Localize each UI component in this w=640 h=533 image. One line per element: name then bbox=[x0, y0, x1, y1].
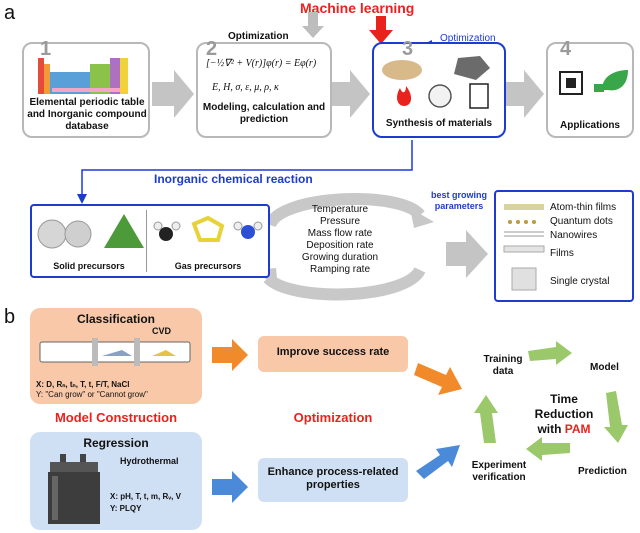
step-4-number: 4 bbox=[560, 38, 572, 60]
chip-icon bbox=[559, 71, 583, 95]
solid-precursors-label: Solid precursors bbox=[53, 261, 125, 271]
autoclave-illustration bbox=[48, 454, 100, 524]
parameter-pressure: Pressure bbox=[319, 216, 360, 227]
step-1-number: 1 bbox=[40, 38, 52, 60]
arrow-2-3 bbox=[332, 70, 370, 118]
parameter-mass-flow-rate: Mass flow rate bbox=[307, 228, 373, 239]
green-arrow-left bbox=[474, 395, 498, 443]
grey-down-arrow bbox=[302, 12, 324, 38]
panel-a-label: a bbox=[4, 2, 16, 24]
product-nanowires: Nanowires bbox=[550, 230, 598, 241]
growth-parameters: Temperature Pressure Mass flow rate Depo… bbox=[280, 204, 400, 276]
classification-x: X: D, Rₙ, tₙ, T, t, F/T, NaCl bbox=[36, 380, 130, 389]
blue-arrow-2 bbox=[416, 445, 460, 479]
model-construction-label: Model Construction bbox=[54, 410, 178, 425]
center-pam: PAM bbox=[564, 422, 591, 436]
synthesis-icons bbox=[382, 56, 490, 109]
applications-icons bbox=[559, 70, 628, 95]
machine-learning-title: Machine learning bbox=[300, 0, 415, 16]
green-arrow-bottom bbox=[526, 437, 570, 461]
step-3-optimization: Optimization bbox=[440, 33, 496, 44]
physical-symbols: E, H, σ, ε, μ, ρ, κ bbox=[212, 82, 279, 93]
panel-a-arrows bbox=[77, 12, 544, 301]
parameter-deposition-rate: Deposition rate bbox=[306, 240, 374, 251]
precursors-divider bbox=[146, 210, 147, 272]
parameter-growing-duration: Growing duration bbox=[301, 252, 379, 263]
cycle-model: Model bbox=[590, 362, 619, 373]
product-atom-thin-films: Atom-thin films bbox=[550, 202, 617, 213]
plug-leaf-icon bbox=[602, 70, 628, 91]
document-icon bbox=[469, 83, 489, 109]
classification-title: Classification bbox=[76, 312, 156, 326]
step-3-label: Synthesis of materials bbox=[385, 118, 493, 129]
orange-arrow-2 bbox=[414, 363, 462, 395]
product-films: Films bbox=[550, 248, 574, 259]
step-2-box bbox=[196, 42, 332, 138]
red-down-arrow bbox=[369, 16, 393, 44]
product-single-crystal: Single crystal bbox=[550, 276, 610, 287]
cycle-prediction: Prediction bbox=[578, 466, 627, 477]
gas-precursors-image bbox=[153, 215, 263, 242]
regression-y: Y: PLQY bbox=[110, 504, 142, 513]
regression-title: Regression bbox=[83, 436, 149, 450]
classification-y: Y: "Can grow" or "Cannot grow" bbox=[36, 390, 148, 399]
optimization-label: Optimization bbox=[293, 410, 373, 425]
gauge-icon bbox=[428, 84, 452, 108]
hydrothermal-label: Hydrothermal bbox=[120, 456, 179, 466]
reaction-title: Inorganic chemical reaction bbox=[154, 172, 313, 186]
schrodinger-equation: [−½∇² + V(r)]φ(r) = Eφ(r) bbox=[206, 58, 317, 69]
step-1-label: Elemental periodic table and Inorganic c… bbox=[27, 97, 147, 132]
green-arrow-top bbox=[528, 341, 572, 365]
powder-icon bbox=[382, 60, 422, 80]
improve-success-rate-box bbox=[258, 336, 408, 372]
cycle-arrow-top bbox=[264, 192, 425, 229]
step-2-number: 2 bbox=[206, 38, 218, 60]
step-4-label: Applications bbox=[559, 120, 620, 131]
flame-icon bbox=[397, 86, 412, 106]
improve-success-rate-label: Improve success rate bbox=[276, 346, 390, 358]
enhance-properties-label: Enhance process-related properties bbox=[267, 466, 399, 491]
green-arrow-right bbox=[604, 391, 628, 443]
reaction-line bbox=[81, 140, 413, 196]
time-reduction-center: Time Reduction with PAM bbox=[524, 392, 604, 437]
arrow-1-2 bbox=[152, 70, 194, 118]
step-2-optimization: Optimization bbox=[228, 31, 289, 42]
arrow-3-4 bbox=[506, 70, 544, 118]
crystal-icon bbox=[454, 56, 490, 80]
cycle-training-data: Training data bbox=[483, 354, 523, 377]
center-reduction: Reduction bbox=[534, 407, 594, 421]
solid-precursors-image bbox=[37, 214, 144, 249]
cvd-label: CVD bbox=[152, 326, 172, 336]
center-with: with bbox=[537, 422, 562, 436]
center-with-pam: with PAM bbox=[524, 422, 604, 437]
center-time: Time bbox=[550, 392, 578, 406]
enhance-properties-box bbox=[258, 458, 408, 502]
product-quantum-dots: Quantum dots bbox=[550, 216, 613, 227]
step-2-label: Modeling, calculation and prediction bbox=[202, 102, 326, 125]
parameter-temperature: Temperature bbox=[311, 204, 369, 215]
blue-arrow-1 bbox=[212, 471, 248, 503]
parameter-ramping-rate: Ramping rate bbox=[309, 264, 371, 275]
panel-b-arrows bbox=[212, 339, 628, 503]
cycle-arrow-bottom bbox=[263, 266, 426, 301]
step-3-number: 3 bbox=[402, 38, 414, 60]
orange-arrow-1 bbox=[212, 339, 248, 371]
cycle-experiment-verification: Experiment verification bbox=[471, 460, 527, 483]
gas-precursors-label: Gas precursors bbox=[174, 261, 242, 271]
cvd-tube-illustration bbox=[39, 338, 191, 366]
panel-b-label: b bbox=[4, 306, 16, 328]
products-icons bbox=[503, 204, 545, 291]
arrow-to-products bbox=[446, 230, 488, 278]
best-growing-parameters: best growing parameters bbox=[431, 190, 487, 211]
periodic-table-icon bbox=[38, 58, 128, 94]
regression-x: X: pH, T, t, m, Rᵥ, V bbox=[110, 492, 181, 501]
